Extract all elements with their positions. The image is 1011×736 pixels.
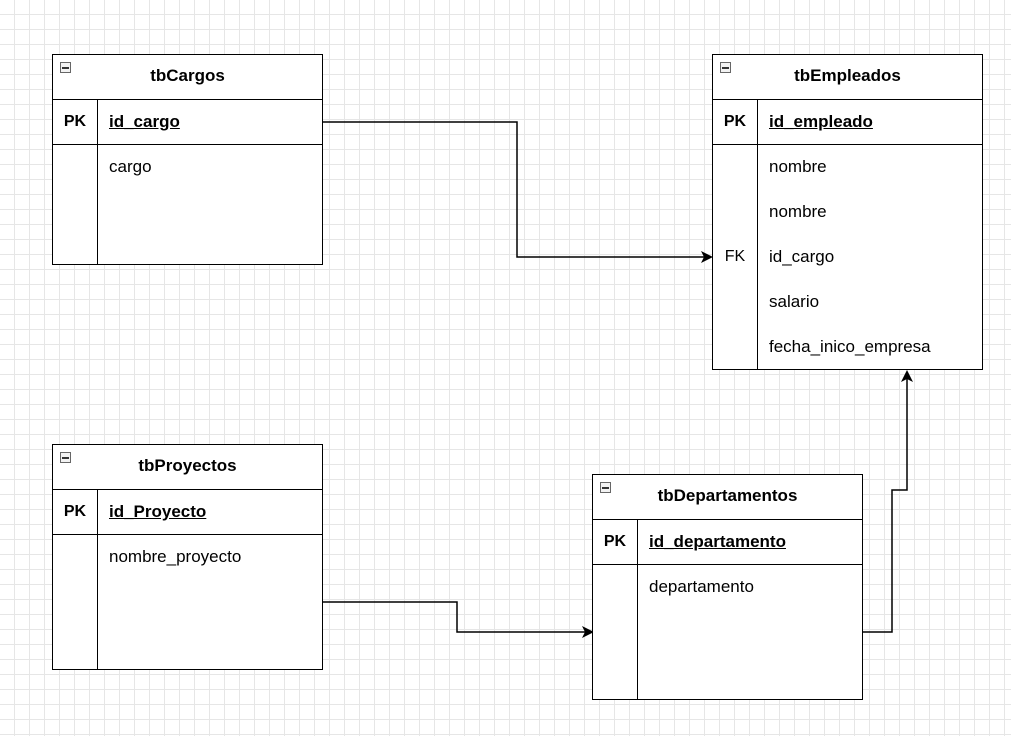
- edge-departamentos-to-empleados[interactable]: [862, 370, 913, 633]
- pk-field: id_departamento: [649, 532, 786, 551]
- pk-row[interactable]: PK id_Proyecto: [53, 490, 322, 535]
- field-row[interactable]: nombre_proyecto: [109, 547, 242, 566]
- collapse-icon[interactable]: [60, 62, 71, 73]
- field-row[interactable]: cargo: [109, 157, 152, 176]
- collapse-icon[interactable]: [600, 482, 611, 493]
- entity-title: tbDepartamentos: [657, 486, 798, 505]
- pk-label: PK: [63, 503, 87, 520]
- edge-proyectos-to-departamentos[interactable]: [322, 601, 594, 638]
- entity-title: tbEmpleados: [794, 66, 901, 85]
- entity-header: tbProyectos: [53, 445, 322, 490]
- fk-label: FK: [724, 248, 746, 265]
- pk-field: id_Proyecto: [109, 502, 207, 521]
- pk-label: PK: [63, 113, 87, 130]
- column-divider: [757, 100, 758, 369]
- pk-label: PK: [723, 113, 747, 130]
- field-row[interactable]: id_cargo: [769, 247, 835, 266]
- entity-tbdepartamentos[interactable]: tbDepartamentos PK id_departamento depar…: [592, 474, 863, 700]
- entity-header: tbCargos: [53, 55, 322, 100]
- collapse-icon[interactable]: [60, 452, 71, 463]
- pk-field: id_cargo: [109, 112, 180, 131]
- field-row[interactable]: nombre: [769, 157, 827, 176]
- field-row[interactable]: fecha_inico_empresa: [769, 337, 931, 356]
- entity-tbcargos[interactable]: tbCargos PK id_cargo cargo: [52, 54, 323, 265]
- pk-label: PK: [603, 533, 627, 550]
- field-row[interactable]: salario: [769, 292, 820, 311]
- collapse-icon[interactable]: [720, 62, 731, 73]
- pk-row[interactable]: PK id_empleado: [713, 100, 982, 145]
- entity-tbempleados[interactable]: tbEmpleados PK id_empleado nombre nombre…: [712, 54, 983, 370]
- column-divider: [97, 490, 98, 669]
- pk-row[interactable]: PK id_departamento: [593, 520, 862, 565]
- pk-field: id_empleado: [769, 112, 873, 131]
- entity-header: tbEmpleados: [713, 55, 982, 100]
- column-divider: [637, 520, 638, 699]
- column-divider: [97, 100, 98, 264]
- pk-row[interactable]: PK id_cargo: [53, 100, 322, 145]
- field-row[interactable]: departamento: [649, 577, 754, 596]
- entity-title: tbCargos: [150, 66, 225, 85]
- edge-cargos-to-empleados[interactable]: [322, 121, 713, 263]
- entity-tbproyectos[interactable]: tbProyectos PK id_Proyecto nombre_proyec…: [52, 444, 323, 670]
- entity-header: tbDepartamentos: [593, 475, 862, 520]
- entity-title: tbProyectos: [138, 456, 237, 475]
- field-row[interactable]: nombre: [769, 202, 827, 221]
